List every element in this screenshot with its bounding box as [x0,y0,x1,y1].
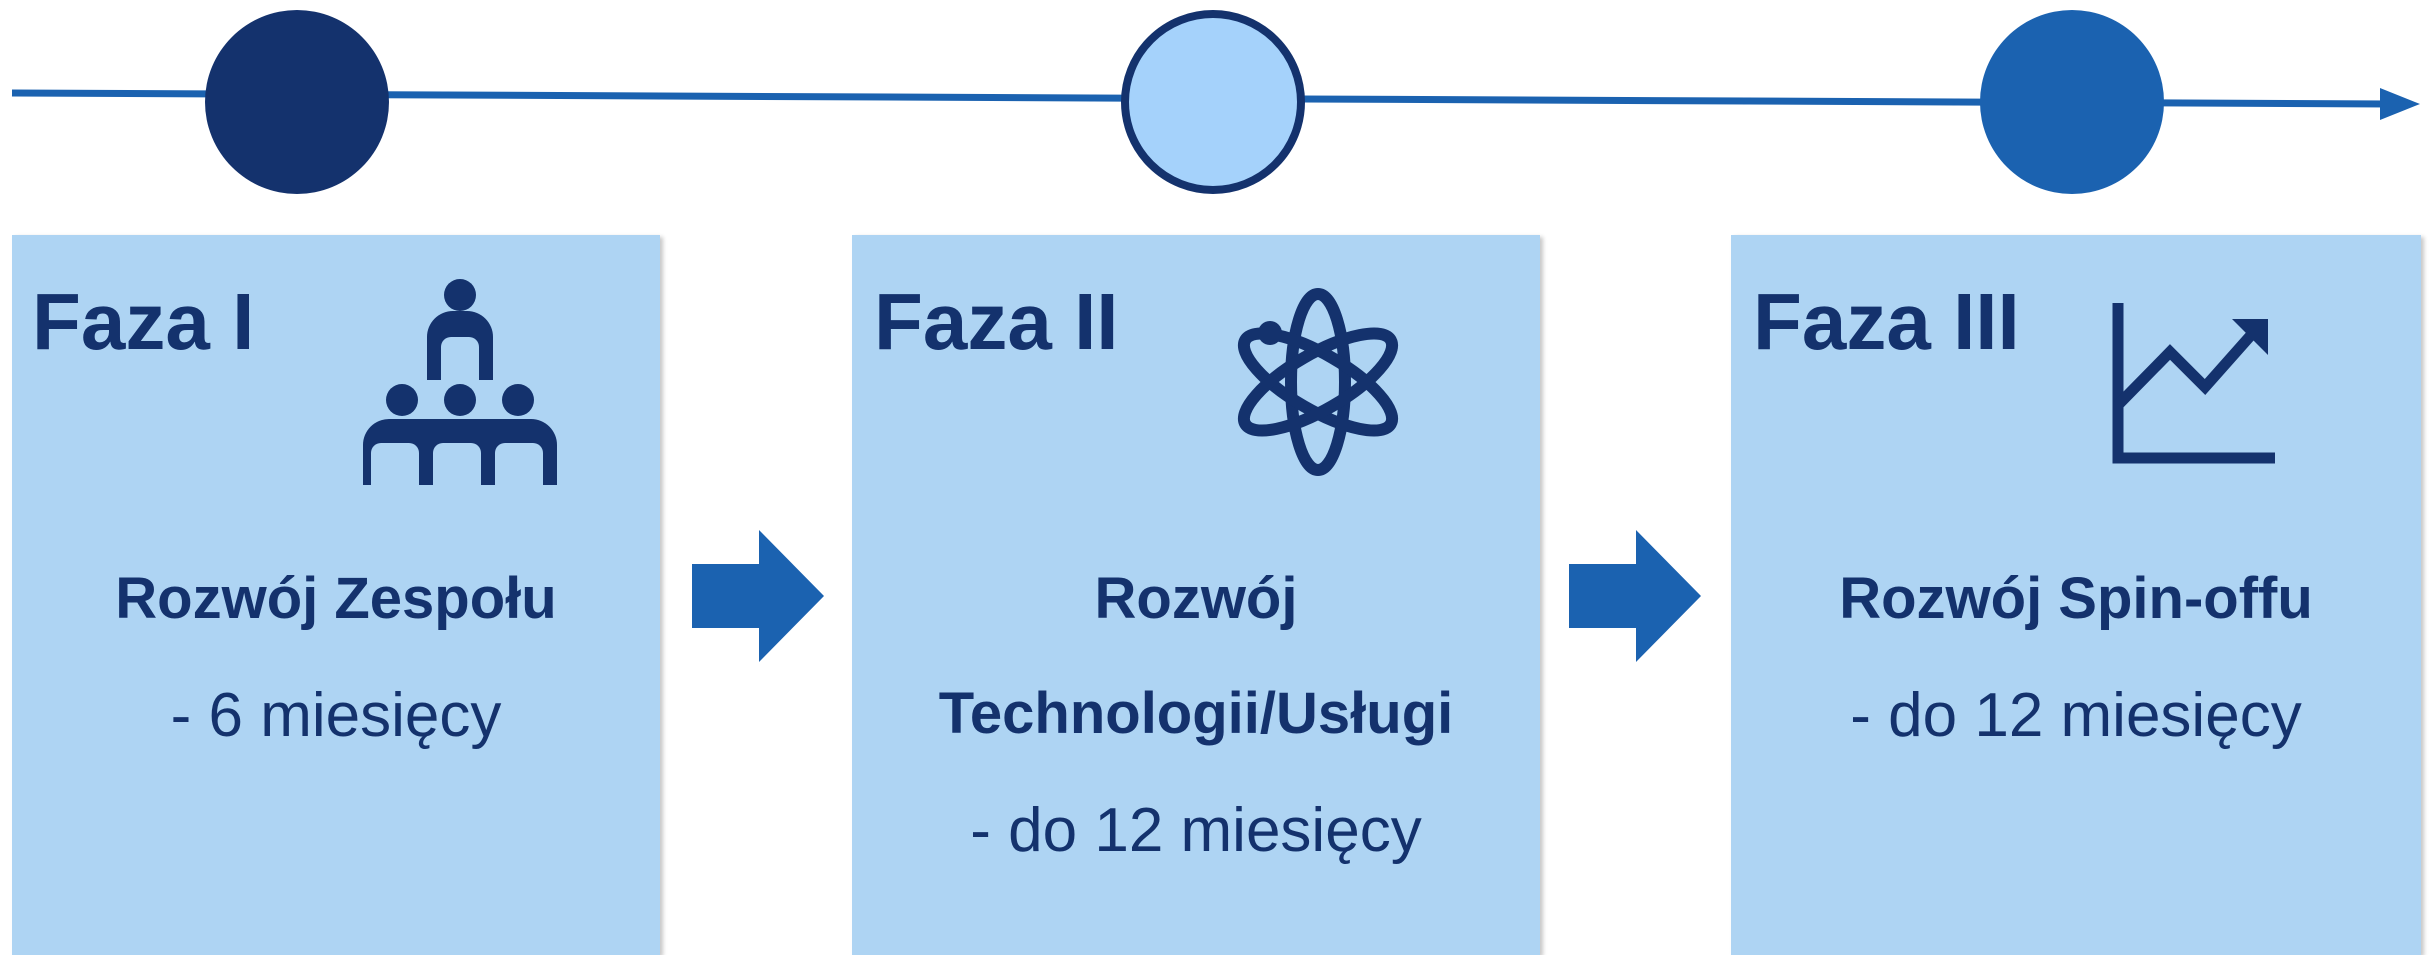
phase-1-name: Rozwój Zespołu [115,566,557,631]
team-icon [363,279,557,485]
phase-1-card [12,235,660,955]
phase-3-marker [1980,10,2164,194]
atom-icon [1237,288,1399,476]
phase-3-name: Rozwój Spin-offu [1839,566,2313,631]
phase-1-title: Faza I [32,277,255,366]
phase-2-card [852,235,1540,955]
phase-1-marker [205,10,389,194]
phase-3-title: Faza III [1753,277,2020,366]
phase-3-card [1731,235,2421,955]
growth-chart-icon [2112,303,2275,464]
phase-1-duration: - 6 miesięcy [170,681,502,750]
phase-2-name-line-1: Rozwój [1094,566,1298,631]
arrow-right-icon [692,530,824,662]
phase-2-title: Faza II [874,277,1119,366]
phase-2-marker [1121,10,1305,194]
arrow-right-icon [1569,530,1701,662]
phase-2-name-line-2: Technologii/Usługi [938,681,1454,746]
timeline-arrowhead-icon [2380,88,2420,120]
phase-2-duration: - do 12 miesięcy [970,796,1422,865]
timeline [11,10,2420,194]
phase-3-duration: - do 12 miesięcy [1850,681,2302,750]
